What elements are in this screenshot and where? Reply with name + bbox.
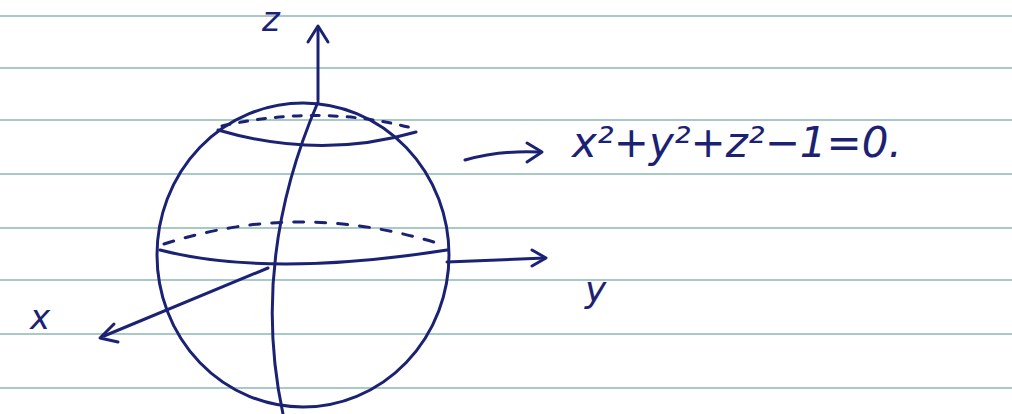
sphere-drawing [100,26,546,414]
axis-label: x [30,300,50,334]
axis-label: z [262,2,280,36]
equation: x²+y²+z²−1=0. [572,122,902,164]
axis-label: y [585,272,606,308]
ruled-lines [0,16,1012,388]
